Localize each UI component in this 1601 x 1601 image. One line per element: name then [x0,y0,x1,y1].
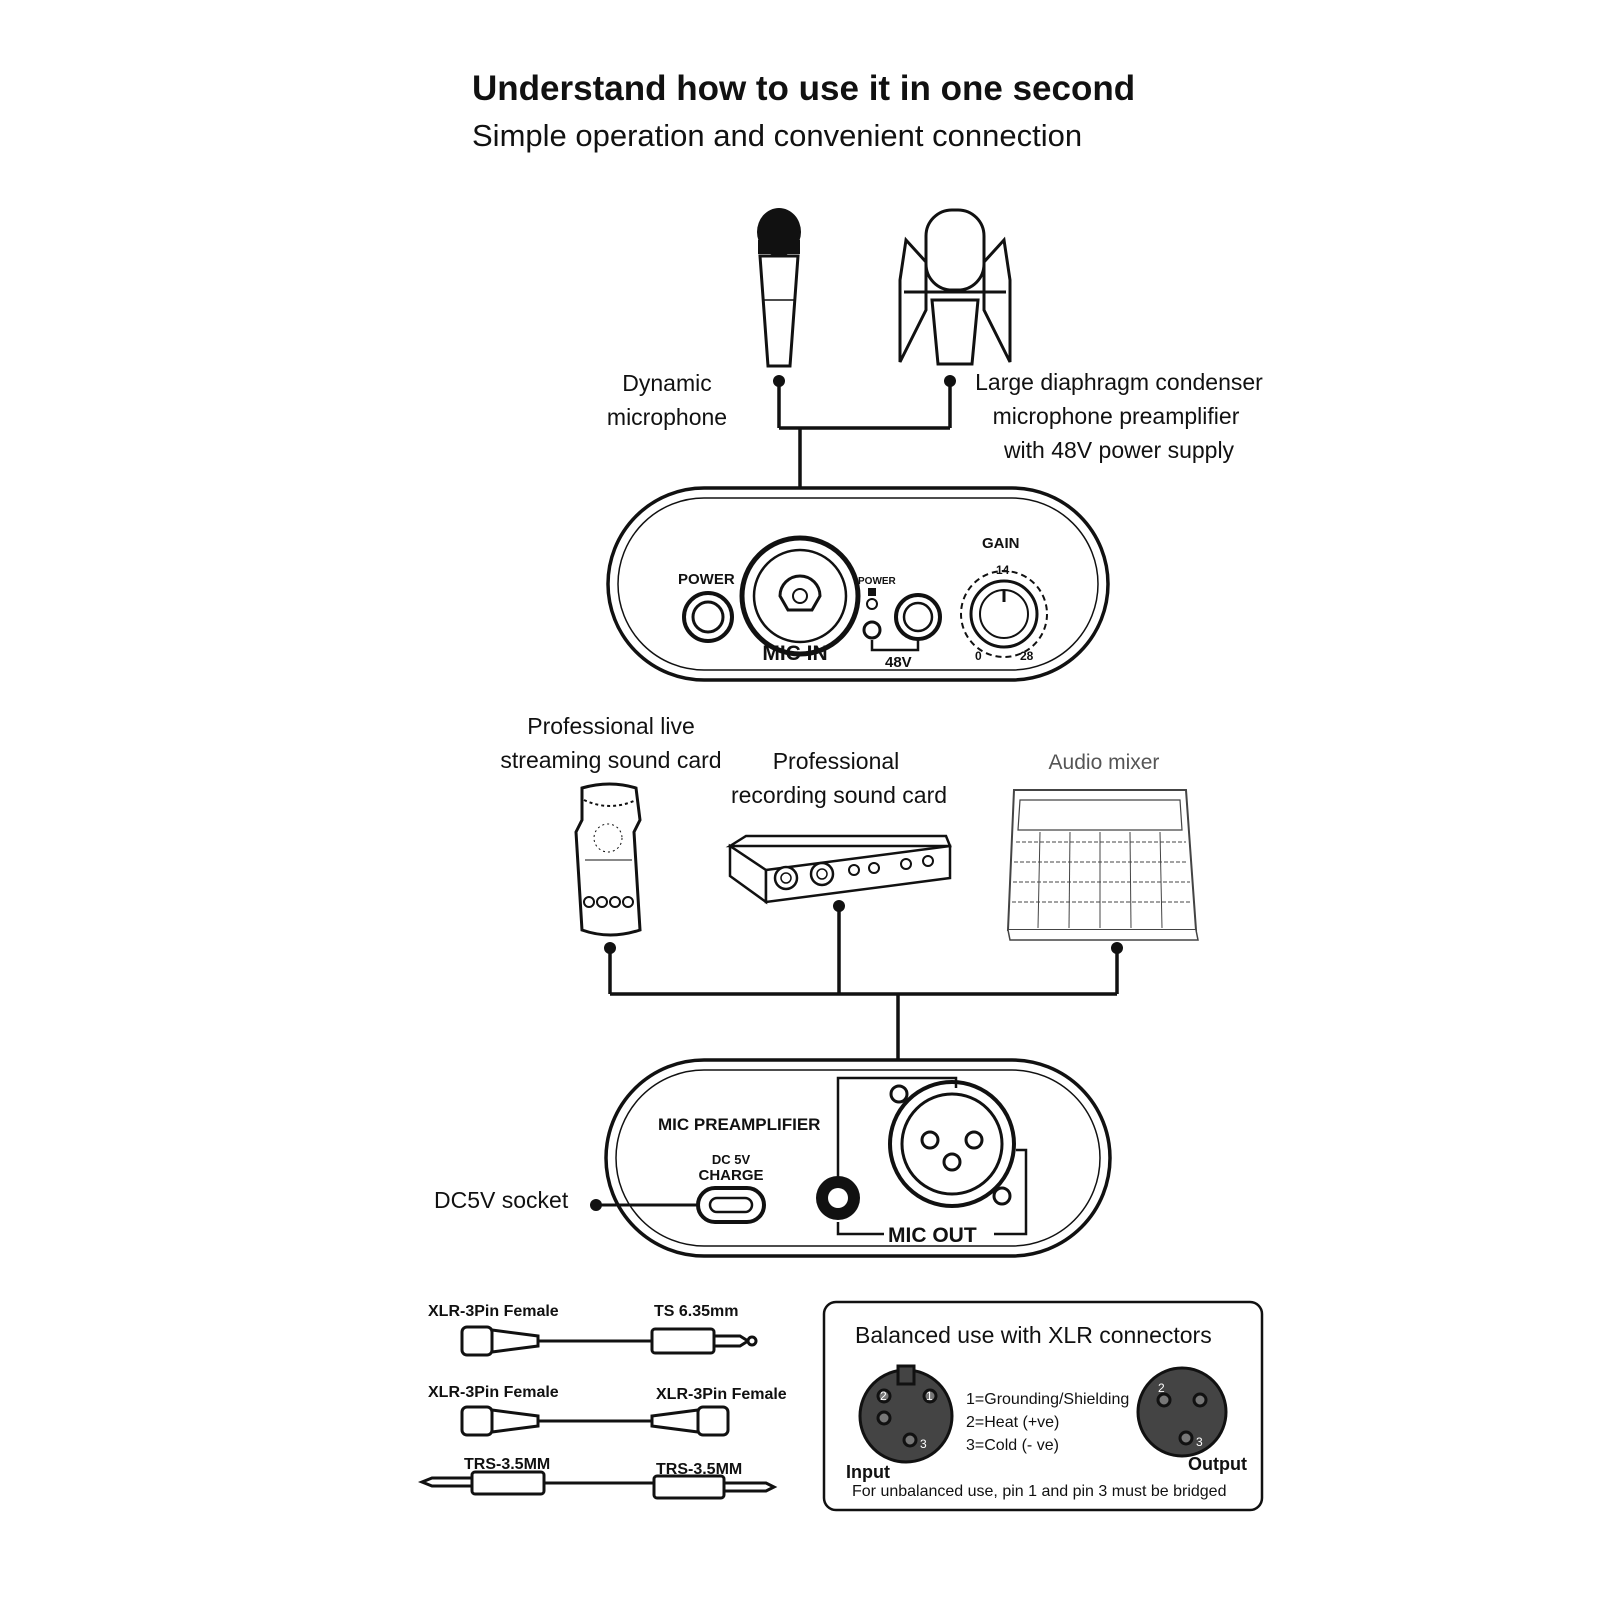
dc-socket-label: DC5V socket [434,1187,569,1213]
output-pin-3: 3 [1196,1435,1203,1449]
gain-label: GAIN [982,535,1020,552]
48v-led-icon [866,598,878,610]
trs-to-trs-cable-icon [417,1470,778,1500]
mic-connection-lines [777,383,952,520]
trs-output-jack[interactable] [816,1176,860,1220]
mic-out-label: MIC OUT [888,1224,977,1247]
48v-label: 48V [885,654,912,671]
condenser-microphone-icon [898,208,1012,366]
xlr-output-label: Output [1188,1454,1247,1474]
xlr-output-jack[interactable] [888,1080,1016,1208]
xlr-box-title: Balanced use with XLR connectors [855,1322,1212,1348]
preamp-title: MIC PREAMPLIFIER [658,1115,820,1134]
mic-out-bracket [836,1076,1028,1236]
recording-card-label: Professional [773,748,900,774]
input-pin-3: 3 [920,1437,927,1451]
condenser-mic-label: Large diaphragm condenser [975,369,1263,395]
xlr-input-label: Input [846,1462,890,1482]
audio-mixer-icon [1006,789,1199,941]
xlr-to-xlr-cable-icon [460,1405,730,1437]
cable-3-right-label: TRS-3.5MM [656,1461,742,1478]
cable-1-right-label: TS 6.35mm [654,1303,738,1320]
power-led-label: POWER [858,576,897,587]
gain-scale-max: 28 [1020,649,1034,663]
recording-card-icon [725,834,952,905]
page-subtitle: Simple operation and convenient connecti… [472,118,1082,153]
usb-c-port[interactable] [696,1186,766,1224]
power-label: POWER [678,571,735,588]
output-panel [604,1058,1112,1258]
cable-1-left-label: XLR-3Pin Female [428,1303,559,1320]
gain-scale-min: 0 [975,649,982,663]
xlr-info-box [822,1300,1264,1512]
cable-2-right-label: XLR-3Pin Female [656,1386,787,1403]
gain-scale-mid: 14 [996,563,1010,577]
power-button[interactable] [682,591,734,643]
recording-card-dot [833,900,845,912]
recording-card-label-2: recording sound card [731,782,947,808]
cable-2-left-label: XLR-3Pin Female [428,1384,559,1401]
dc-socket-pointer [590,1199,698,1211]
cable-3-left-label: TRS-3.5MM [464,1456,550,1473]
xlr-to-ts-cable-icon [460,1325,758,1357]
condenser-mic-label-3: with 48V power supply [1003,437,1235,463]
mic-in-combo-jack[interactable] [739,535,861,657]
dc-label-1: DC 5V [712,1152,751,1167]
output-pin-2: 2 [1158,1381,1165,1395]
48v-switch-icon [862,620,882,640]
mixer-label: Audio mixer [1049,751,1160,774]
dynamic-mic-jack-dot [773,375,785,387]
dynamic-microphone-icon [757,208,801,368]
mic-in-label: MIC IN [762,642,827,665]
dynamic-mic-label-2: microphone [607,404,727,430]
live-card-label-2: streaming sound card [500,747,721,773]
xlr-input-connector-icon [858,1364,954,1464]
condenser-mic-label-2: microphone preamplifier [993,403,1240,429]
condenser-mic-jack-dot [944,375,956,387]
power-led-icon [868,588,876,596]
48v-button[interactable] [894,593,942,641]
pin-legend-1: 1=Grounding/Shielding [966,1391,1129,1408]
dc-label-2: CHARGE [698,1167,763,1184]
xlr-output-connector-icon [1136,1366,1228,1458]
live-card-dot [604,942,616,954]
gain-knob[interactable] [960,570,1048,658]
pin-legend-2: 2=Heat (+ve) [966,1414,1059,1431]
live-streaming-card-icon [574,782,642,937]
input-pin-2: 2 [880,1389,887,1403]
xlr-unbalanced-note: For unbalanced use, pin 1 and pin 3 must… [852,1483,1226,1500]
pin-legend-3: 3=Cold (- ve) [966,1437,1059,1454]
mixer-dot [1111,942,1123,954]
live-card-label: Professional live [527,713,694,739]
page-title: Understand how to use it in one second [472,69,1135,108]
dynamic-mic-label: Dynamic [622,370,711,396]
input-pin-1: 1 [926,1389,933,1403]
48v-bracket [870,640,920,652]
